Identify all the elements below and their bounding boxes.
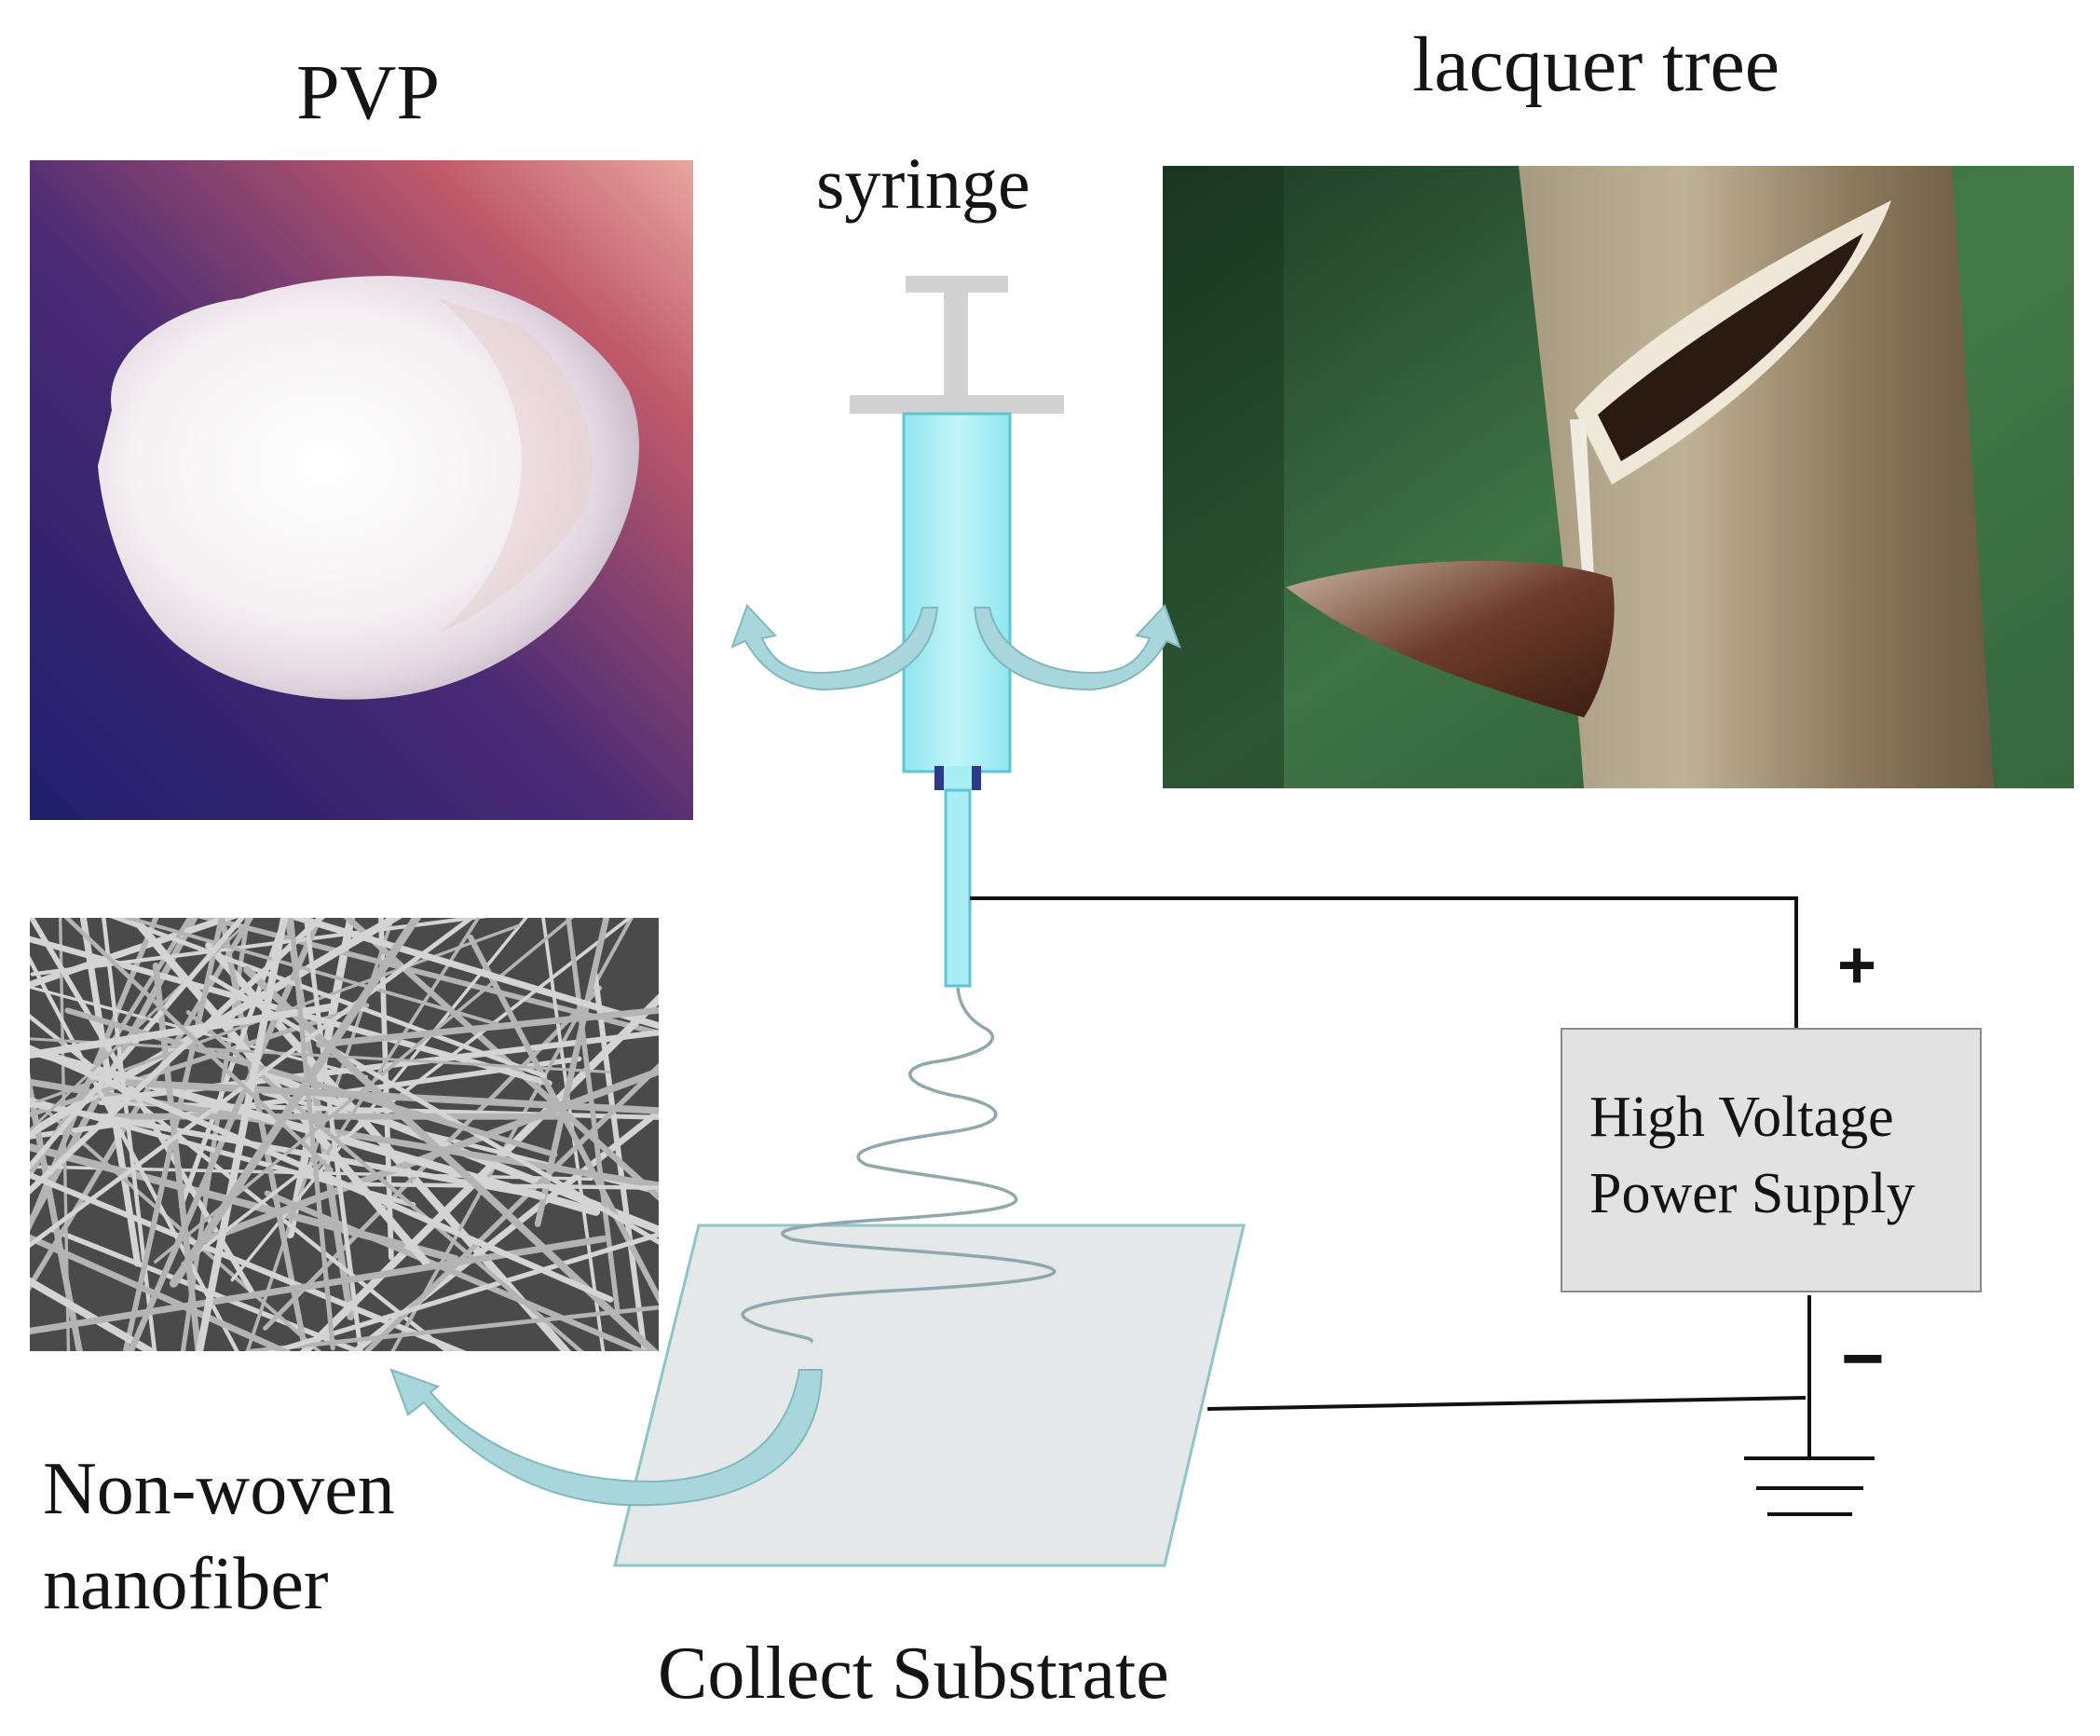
nanofiber-strand <box>30 1277 158 1351</box>
nanofiber-strand <box>534 918 610 1227</box>
nanofiber-strand <box>110 918 548 1079</box>
nanofiber-strand <box>181 918 633 1266</box>
nanofiber-strand <box>197 1067 659 1245</box>
nanofiber-strand <box>316 1006 659 1048</box>
nanofiber-strand <box>30 918 325 1196</box>
power-supply-box <box>1561 1028 1982 1292</box>
nanofiber-strand <box>169 918 422 1288</box>
collect-substrate-plate <box>613 1223 1246 1567</box>
positive-terminal-label: + <box>1837 928 1877 1003</box>
substrate-to-nanofiber-arrow <box>389 1368 824 1507</box>
nanofiber-strand <box>30 1097 416 1208</box>
ground-symbol-icon <box>1744 1456 1875 1516</box>
lacquer-tree-label: lacquer tree <box>1412 21 1780 108</box>
nonwoven-label-line1: Non-woven <box>43 1448 395 1530</box>
nanofiber-strand <box>30 985 368 1079</box>
nanofiber-strand <box>286 918 659 1030</box>
pvp-photo <box>30 160 693 820</box>
nanofiber-strand <box>266 1232 659 1351</box>
nonwoven-label-line2: nanofiber <box>43 1543 329 1625</box>
nanofiber-strand <box>30 936 552 1087</box>
pvp-to-syringe-arrow <box>730 604 939 691</box>
nanofiber-strand <box>467 934 659 1305</box>
nanofiber-strand <box>30 1003 337 1059</box>
nanofiber-strand <box>63 918 334 1172</box>
fiber-jet <box>741 987 1057 1344</box>
nanofiber-strand <box>197 918 659 1036</box>
nanofiber-strand <box>102 918 157 1351</box>
nanofiber-strand <box>122 918 510 1030</box>
sem-micrograph <box>30 918 659 1351</box>
nanofiber-strand <box>178 918 288 1209</box>
power-supply-label-line2: Power Supply <box>1589 1162 1916 1225</box>
negative-terminal-label: − <box>1841 1317 1885 1400</box>
power-supply-label-line1: High Voltage <box>1589 1086 1894 1149</box>
nanofiber-strand <box>30 918 239 989</box>
nanofiber-strand <box>566 918 620 1313</box>
lacquer-tree-photo <box>1163 166 2074 788</box>
nanofiber-strand <box>30 918 246 1170</box>
nanofiber-strand <box>30 1235 607 1335</box>
nanofiber-strand <box>125 1079 659 1114</box>
nanofiber-strand <box>30 1045 614 1303</box>
nanofiber-strand <box>122 918 225 1351</box>
nanofiber-strand <box>30 1171 467 1351</box>
nanofiber-strand <box>352 1182 659 1190</box>
nanofiber-strand <box>154 918 574 1264</box>
nanofiber-strand <box>299 993 659 1351</box>
circuit-wires <box>970 896 1811 1458</box>
nanofiber-strand <box>245 1305 659 1351</box>
nanofiber-strand <box>127 918 323 1351</box>
nanofiber-strand <box>349 1107 659 1351</box>
nanofiber-strand <box>30 1037 611 1073</box>
nanofiber-strand <box>30 1003 370 1118</box>
nanofiber-strand <box>30 918 402 1139</box>
syringe-label: syringe <box>816 143 1030 224</box>
nanofiber-strand <box>30 1100 546 1200</box>
tree-to-syringe-arrow <box>973 604 1181 691</box>
syringe <box>850 276 1064 988</box>
nanofiber-strand <box>362 1062 659 1351</box>
nanofiber-strand <box>30 918 254 1133</box>
nanofiber-strand <box>30 918 193 1180</box>
pvp-label: PVP <box>296 49 441 136</box>
nanofiber-strand <box>288 918 335 1351</box>
nanofiber-strand <box>196 918 289 1351</box>
collect-substrate-label: Collect Substrate <box>658 1633 1169 1715</box>
nanofiber-strand <box>592 972 648 1351</box>
